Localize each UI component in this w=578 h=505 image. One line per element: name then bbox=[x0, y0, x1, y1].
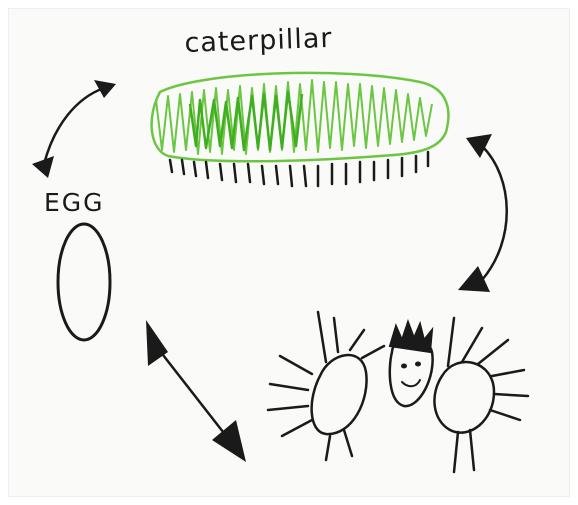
caterpillar-legs bbox=[170, 152, 428, 186]
egg-shape bbox=[58, 224, 110, 340]
arrow-butterfly-to-egg bbox=[156, 346, 234, 446]
egg-label: EGG bbox=[44, 188, 105, 217]
arrow-head-egg bbox=[32, 156, 54, 178]
arrow-caterpillar-to-butterfly bbox=[482, 146, 507, 280]
caterpillar-label: caterpillar bbox=[184, 23, 333, 59]
butterfly-right-wing bbox=[434, 318, 528, 472]
arrow-head-top bbox=[94, 80, 116, 98]
butterfly-head bbox=[390, 322, 433, 406]
arrow-head-right-bottom bbox=[458, 266, 490, 292]
arrow-egg-to-caterpillar bbox=[44, 88, 104, 164]
butterfly-left-wing bbox=[268, 312, 384, 460]
